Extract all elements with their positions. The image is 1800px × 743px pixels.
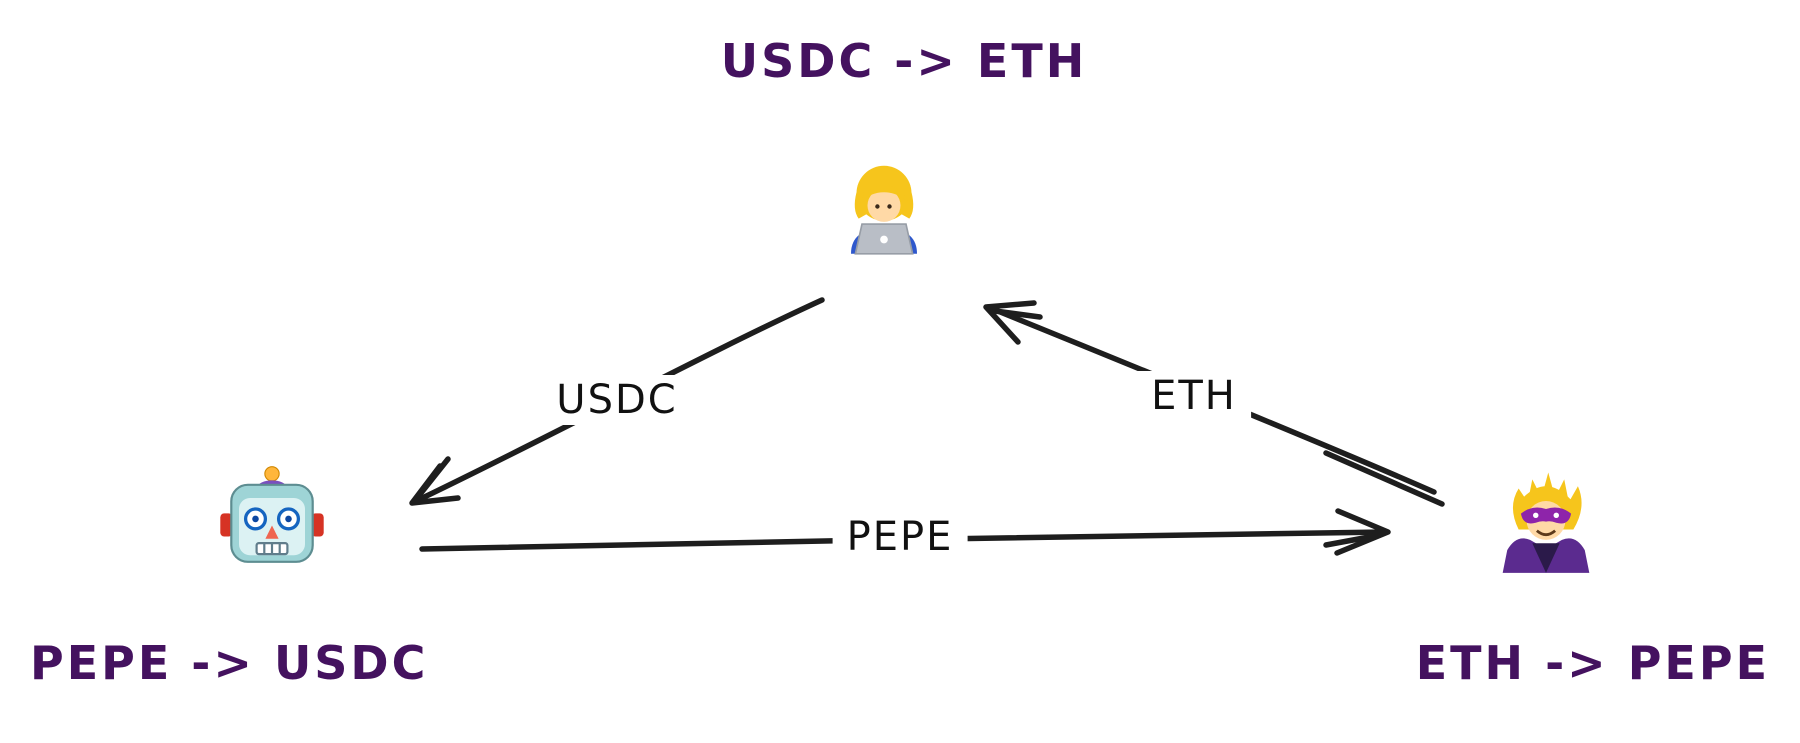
supervillain-icon [1489, 468, 1603, 582]
label-pepe-to-usdc: PEPE -> USDC [30, 636, 429, 690]
woman-technologist-icon [829, 157, 939, 267]
edge-label-usdc: USDC [542, 375, 692, 425]
edge-label-pepe: PEPE [832, 512, 968, 562]
edge-label-eth: ETH [1137, 371, 1251, 421]
robot-icon [217, 465, 327, 575]
label-usdc-to-eth: USDC -> ETH [720, 34, 1088, 88]
label-eth-to-pepe: ETH -> PEPE [1415, 636, 1770, 690]
